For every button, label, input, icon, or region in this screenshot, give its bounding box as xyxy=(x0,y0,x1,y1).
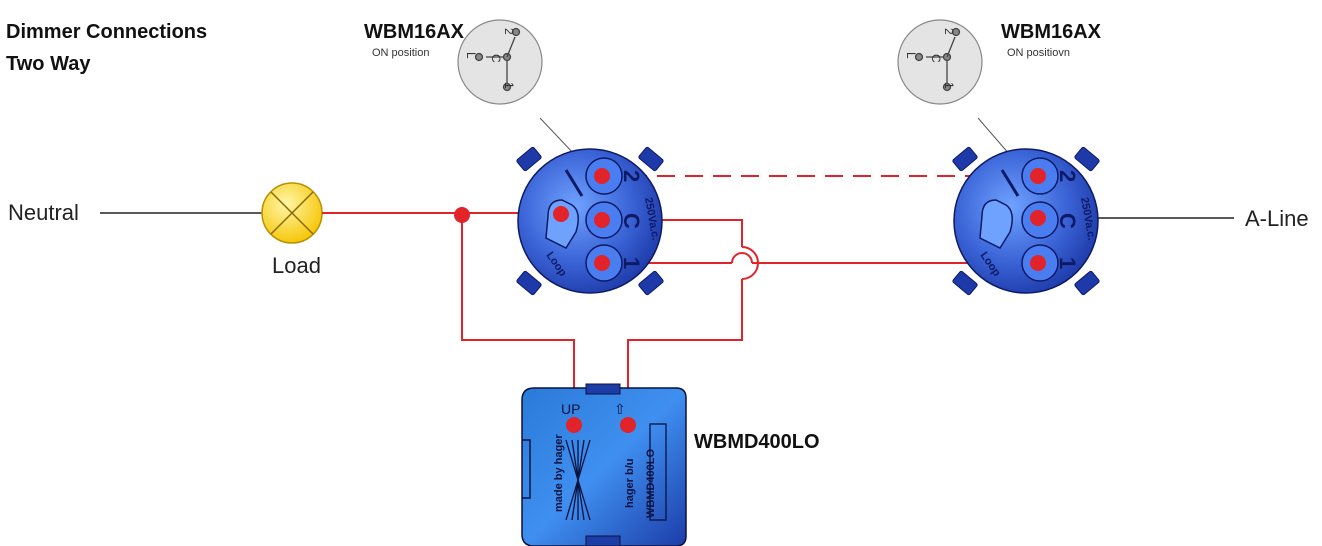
module-left: 2 C 1 250Va.c. Loop xyxy=(516,146,664,296)
module-left-term-2: 2 xyxy=(619,170,644,182)
module-left-dot-c xyxy=(594,212,610,228)
switch-left-term-1: 1 xyxy=(502,82,516,89)
switch-right-term-c: C xyxy=(929,54,943,63)
dimmer-dot-right xyxy=(620,417,636,433)
switch-right-model: WBM16AX xyxy=(1001,21,1102,43)
switch-right: 2 C 1 L xyxy=(897,19,1011,156)
module-left-dot-2 xyxy=(594,168,610,184)
junction-dot xyxy=(454,207,470,223)
switch-left-term-2: 2 xyxy=(502,28,516,35)
module-right-term-c: C xyxy=(1055,213,1080,229)
module-right-term-1: 1 xyxy=(1055,257,1080,269)
switch-left-position: ON position xyxy=(372,47,429,59)
neutral-label: Neutral xyxy=(8,200,79,225)
switch-right-term-1: 1 xyxy=(942,82,956,89)
dimmer-slot-icon xyxy=(565,439,591,521)
dimmer-up-arrow-icon: ⇧ xyxy=(614,401,626,417)
dimmer-brand-line: hager b/u xyxy=(624,458,636,508)
module-right-term-2: 2 xyxy=(1055,170,1080,182)
module-left-term-c: C xyxy=(619,213,644,229)
switch-right-term-l: L xyxy=(904,52,918,59)
switch-left-term-l: L xyxy=(464,52,478,59)
diagram-title-line1: Dimmer Connections xyxy=(6,21,207,43)
switch-left-model: WBM16AX xyxy=(364,21,465,43)
module-right-dot-c xyxy=(1030,210,1046,226)
dimmer-unit: WBMD400LO made by hager hager b/u UP ⇧ xyxy=(521,383,687,546)
dimmer-brand-text: made by hager xyxy=(553,434,565,512)
module-right-dot-2 xyxy=(1030,168,1046,184)
dimmer-plate-text: WBMD400LO xyxy=(645,448,657,518)
dimmer-up-mark: UP xyxy=(561,401,580,417)
module-right-dot-1 xyxy=(1030,255,1046,271)
load-label: Load xyxy=(272,253,321,278)
switch-left: 2 C 1 L xyxy=(457,19,576,156)
a-line-label: A-Line xyxy=(1245,206,1309,231)
load-lamp-icon xyxy=(261,182,323,244)
switch-right-term-2: 2 xyxy=(942,28,956,35)
diagram-title-line2: Two Way xyxy=(6,53,91,75)
switch-right-face xyxy=(897,19,983,105)
dimmer-model-label: WBMD400LO xyxy=(694,431,820,453)
module-right: 2 C 1 250Va.c. Loop xyxy=(952,146,1100,296)
module-left-dot-loop xyxy=(553,206,569,222)
module-left-term-1: 1 xyxy=(619,257,644,269)
dimmer-dot-left xyxy=(566,417,582,433)
module-left-dot-1 xyxy=(594,255,610,271)
wiring-red xyxy=(322,175,1050,425)
switch-right-position: ON positiovn xyxy=(1007,47,1070,59)
switch-left-term-c: C xyxy=(489,54,503,63)
switch-left-face xyxy=(457,19,543,105)
